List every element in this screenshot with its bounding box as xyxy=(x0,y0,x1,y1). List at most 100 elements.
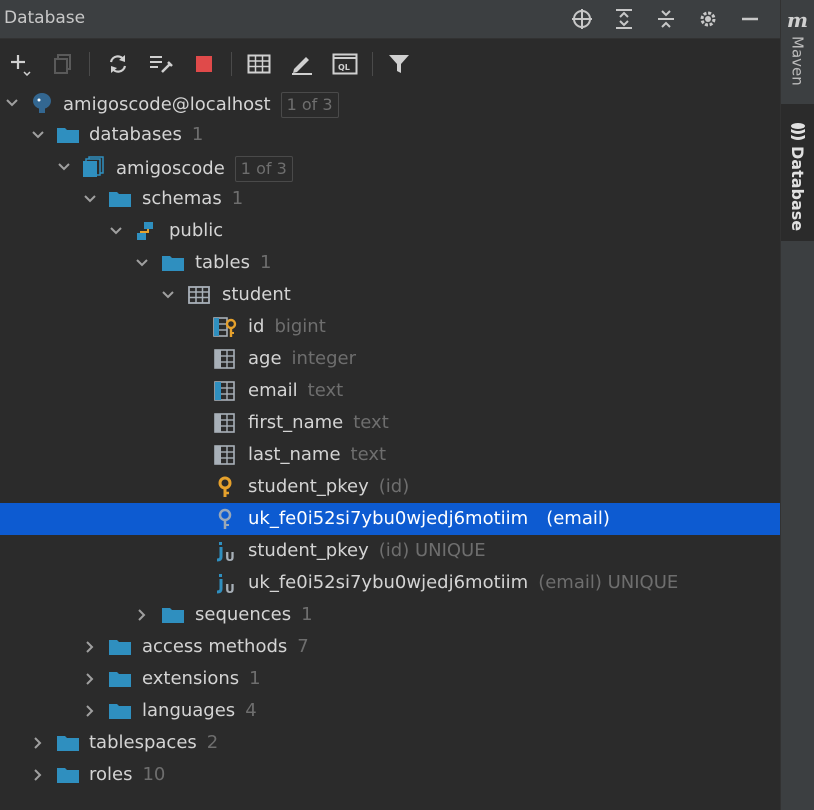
panel-title: Database xyxy=(4,8,86,28)
chevron-down-icon[interactable] xyxy=(108,223,124,239)
table-view-icon[interactable] xyxy=(245,50,273,78)
panel-toolbar: QL xyxy=(0,38,781,88)
tree-node-table-student[interactable]: student xyxy=(0,279,781,311)
query-console-icon[interactable]: QL xyxy=(331,50,359,78)
key-icon xyxy=(218,476,232,497)
add-icon[interactable] xyxy=(6,50,34,78)
indexed-column-icon xyxy=(214,381,235,401)
tree-node-label: tables xyxy=(195,252,250,273)
schema-icon xyxy=(137,222,153,240)
child-count: 1 xyxy=(301,604,313,625)
child-count: 1 xyxy=(191,124,204,145)
tree-node-extensions[interactable]: extensions 1 xyxy=(0,663,781,695)
tree-node-datasource[interactable]: amigoscode@localhost 1 of 3 xyxy=(0,87,781,119)
chevron-down-icon[interactable] xyxy=(30,127,46,143)
tree-node-primary-key[interactable]: student_pkey(id) xyxy=(0,471,781,503)
folder-icon xyxy=(109,704,131,719)
key-name: uk_fe0i52si7ybu0wjedj6motiim xyxy=(248,508,529,529)
database-tool-button[interactable]: Database xyxy=(781,104,814,241)
edit-icon[interactable] xyxy=(288,50,316,78)
chevron-down-icon[interactable] xyxy=(134,255,150,271)
column-name: last_name xyxy=(248,444,341,465)
column-type: bigint xyxy=(274,316,326,337)
tree-node-unique-key[interactable]: uk_fe0i52si7ybu0wjedj6motiim(email) xyxy=(0,503,781,535)
tree-node-label: schemas xyxy=(142,188,222,209)
unique-index-icon: U xyxy=(216,542,235,562)
folder-icon xyxy=(57,768,79,783)
column-name: first_name xyxy=(248,412,344,433)
column-name: age xyxy=(248,348,282,369)
data-source-properties-icon[interactable] xyxy=(147,50,175,78)
chevron-down-icon[interactable] xyxy=(160,287,176,303)
child-count: 7 xyxy=(297,636,309,657)
collapse-all-icon[interactable] xyxy=(645,6,687,32)
child-count: 2 xyxy=(206,732,219,753)
index-name: uk_fe0i52si7ybu0wjedj6motiim xyxy=(248,572,529,593)
tree-node-databases[interactable]: databases 1 xyxy=(0,119,781,151)
maven-tool-button[interactable]: m Maven xyxy=(781,8,814,86)
key-icon xyxy=(218,508,232,529)
key-name: student_pkey xyxy=(248,476,369,497)
right-tool-window-bar: m Maven Database xyxy=(780,0,814,810)
tree-node-column[interactable]: email text xyxy=(0,375,781,407)
chevron-right-icon[interactable] xyxy=(134,607,150,623)
chevron-right-icon[interactable] xyxy=(82,639,98,655)
count-badge[interactable]: 1 of 3 xyxy=(234,156,293,182)
maven-label: Maven xyxy=(788,36,807,86)
chevron-down-icon[interactable] xyxy=(82,191,98,207)
duplicate-icon xyxy=(49,50,77,78)
tree-node-unique-index[interactable]: U student_pkey (id) UNIQUE xyxy=(0,535,781,567)
tree-node-label: extensions xyxy=(142,668,240,689)
column-type: text xyxy=(307,380,344,401)
column-name: email xyxy=(248,380,298,401)
folder-icon xyxy=(109,640,131,655)
tree-node-label: amigoscode@localhost xyxy=(63,94,271,115)
tree-node-access-methods[interactable]: access methods 7 xyxy=(0,631,781,663)
tree-node-schemas[interactable]: schemas 1 xyxy=(0,183,781,215)
tree-node-label: access methods xyxy=(142,636,288,657)
tree-node-label: databases xyxy=(89,124,182,145)
index-columns: (email) UNIQUE xyxy=(538,572,679,593)
database-icon xyxy=(83,156,104,177)
table-icon xyxy=(188,286,210,304)
tree-node-label: tablespaces xyxy=(89,732,197,753)
column-type: integer xyxy=(291,348,356,369)
index-name: student_pkey xyxy=(248,540,369,561)
refresh-icon[interactable] xyxy=(104,50,132,78)
chevron-right-icon[interactable] xyxy=(82,671,98,687)
folder-icon xyxy=(162,608,184,623)
tree-node-label: public xyxy=(169,220,224,241)
index-columns: (id) UNIQUE xyxy=(378,540,486,561)
expand-all-icon[interactable] xyxy=(603,6,645,32)
tree-node-unique-index[interactable]: U uk_fe0i52si7ybu0wjedj6motiim(email) UN… xyxy=(0,567,781,599)
filter-icon[interactable] xyxy=(385,50,413,78)
chevron-down-icon[interactable] xyxy=(4,95,20,111)
chevron-down-icon[interactable] xyxy=(56,159,72,175)
tree-node-schema-public[interactable]: public xyxy=(0,215,781,247)
folder-icon xyxy=(109,672,131,687)
chevron-right-icon[interactable] xyxy=(30,767,46,783)
database-panel: Database xyxy=(0,0,781,791)
child-count: 1 xyxy=(249,668,261,689)
child-count: 1 xyxy=(231,188,244,209)
database-label: Database xyxy=(788,146,807,232)
chevron-right-icon[interactable] xyxy=(82,703,98,719)
tree-node-column[interactable]: age integer xyxy=(0,343,781,375)
stop-icon[interactable] xyxy=(190,50,218,78)
minimize-icon[interactable] xyxy=(729,6,771,32)
chevron-right-icon[interactable] xyxy=(30,735,46,751)
gear-icon[interactable] xyxy=(687,6,729,32)
folder-icon xyxy=(57,736,79,751)
tree-node-label: roles xyxy=(89,764,133,785)
count-badge[interactable]: 1 of 3 xyxy=(280,92,339,118)
tree-node-tablespaces[interactable]: tablespaces 2 xyxy=(0,727,781,759)
locate-icon[interactable] xyxy=(561,6,603,32)
